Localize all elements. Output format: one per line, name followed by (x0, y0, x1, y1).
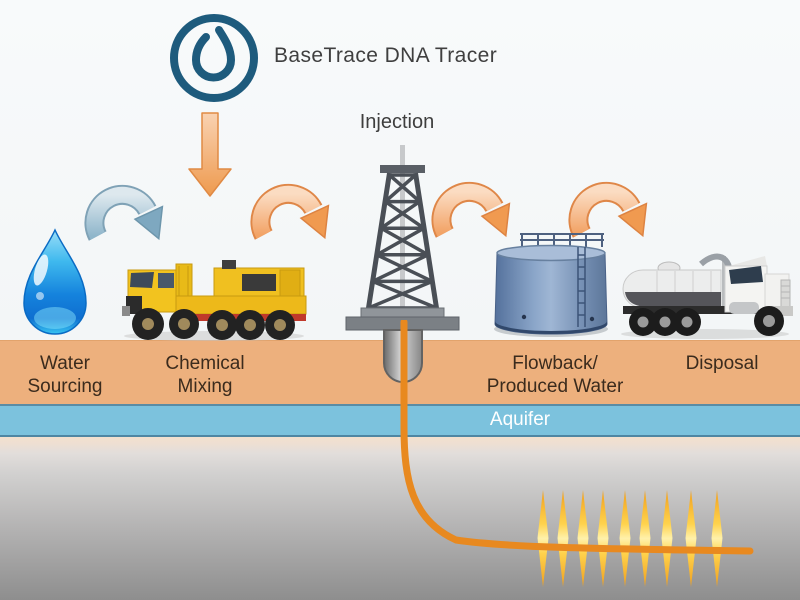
aquifer-label: Aquifer (489, 409, 551, 430)
water-drop-icon (23, 228, 87, 335)
stage-label-water-sourcing: Water Sourcing (27, 353, 103, 397)
frack-burst-icons (537, 490, 723, 587)
flow-arrow-water-to-mixing-icon (84, 184, 164, 241)
stage-label-chemical-mixing: Chemical Mixing (165, 353, 245, 397)
pump-truck-wheels (132, 308, 295, 340)
aquifer-band (0, 404, 800, 437)
vacuum-truck-wheels (629, 306, 784, 336)
flow-arrow-injection-to-flowback-icon (431, 181, 511, 238)
stage-label-disposal: Disposal (685, 353, 759, 374)
stage-label-flowback: Flowback/ Produced Water (486, 353, 624, 397)
storage-tank-icon (494, 233, 608, 337)
tank-ladder (577, 247, 586, 327)
tracer-well-path-icon (400, 320, 754, 587)
pump-truck-icon (122, 260, 307, 341)
tracer-down-arrow-icon (188, 112, 232, 197)
basetrace-logo water-drop-logo-icon (170, 14, 258, 102)
brand-title: BaseTrace DNA Tracer (274, 44, 498, 67)
stage-label-injection: Injection (359, 111, 435, 133)
tracer-pipe-line (400, 320, 754, 555)
vacuum-truck-icon (621, 253, 793, 339)
tank-railing (520, 233, 604, 247)
flow-arrow-flowback-to-disposal-icon (568, 181, 648, 238)
flow-arrow-mixing-to-injection-icon (250, 183, 330, 240)
